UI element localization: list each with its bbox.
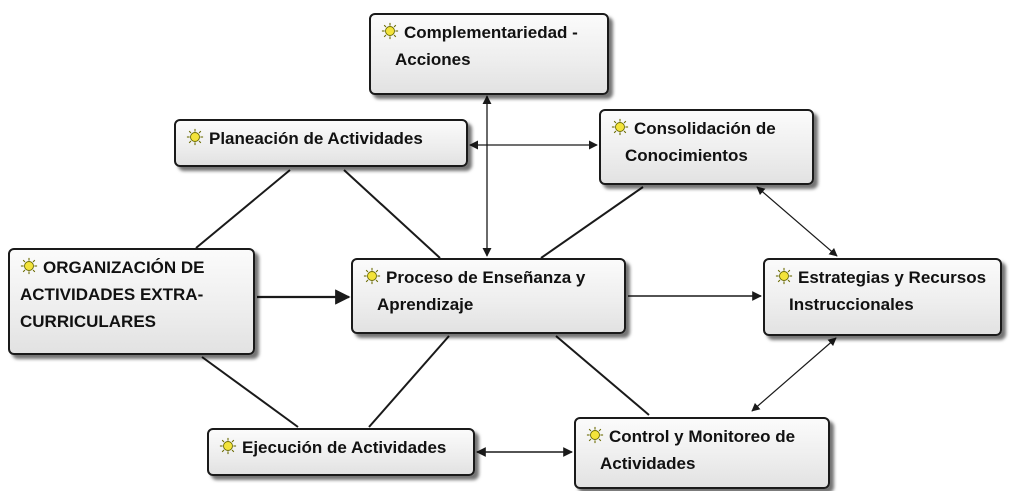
node-label-line1: Control y Monitoreo de bbox=[609, 427, 796, 446]
lightbulb-icon bbox=[363, 267, 381, 285]
node-label-line2: Conocimientos bbox=[625, 146, 748, 165]
node-label-line1: Planeación de Actividades bbox=[209, 129, 423, 148]
node-label-line1: ORGANIZACIÓN DE bbox=[43, 258, 205, 277]
lightbulb-icon bbox=[20, 257, 38, 275]
connector-proceso-control bbox=[555, 335, 650, 416]
connector-proceso-ejecucion bbox=[368, 335, 450, 428]
node-label-line2: Actividades bbox=[600, 454, 696, 473]
node-label-line3: CURRICULARES bbox=[20, 312, 156, 331]
node-organizacion[interactable]: ORGANIZACIÓN DE ACTIVIDADES EXTRA- CURRI… bbox=[8, 248, 255, 355]
node-label-line2: Instruccionales bbox=[789, 295, 914, 314]
node-label-line2: ACTIVIDADES EXTRA- bbox=[20, 285, 204, 304]
node-planeacion[interactable]: Planeación de Actividades bbox=[174, 119, 468, 167]
node-ejecucion[interactable]: Ejecución de Actividades bbox=[207, 428, 475, 476]
node-proceso[interactable]: Proceso de Enseñanza y Aprendizaje bbox=[351, 258, 626, 334]
connector-consolidacion-estrategias bbox=[756, 186, 838, 257]
lightbulb-icon bbox=[219, 437, 237, 455]
node-label-line2: Aprendizaje bbox=[377, 295, 474, 314]
connector-organizacion-ejecucion bbox=[201, 356, 299, 428]
connector-estrategias-control bbox=[751, 337, 837, 412]
node-label-line1: Complementariedad - bbox=[404, 23, 578, 42]
lightbulb-icon bbox=[186, 128, 204, 146]
node-label-line1: Proceso de Enseñanza y bbox=[386, 268, 586, 287]
node-label-line1: Ejecución de Actividades bbox=[242, 438, 447, 457]
node-label-line1: Estrategias y Recursos bbox=[798, 268, 987, 287]
connector-planeacion-proceso bbox=[343, 169, 441, 259]
lightbulb-icon bbox=[381, 22, 399, 40]
node-consolidacion[interactable]: Consolidación de Conocimientos bbox=[599, 109, 814, 185]
node-complementariedad[interactable]: Complementariedad - Acciones bbox=[369, 13, 609, 95]
node-control[interactable]: Control y Monitoreo de Actividades bbox=[574, 417, 830, 489]
node-estrategias[interactable]: Estrategias y Recursos Instruccionales bbox=[763, 258, 1002, 336]
lightbulb-icon bbox=[775, 267, 793, 285]
lightbulb-icon bbox=[586, 426, 604, 444]
connector-planeacion-organizacion bbox=[195, 169, 291, 249]
node-label-line2: Acciones bbox=[395, 50, 471, 69]
lightbulb-icon bbox=[611, 118, 629, 136]
connector-consolidacion-proceso bbox=[540, 186, 644, 259]
node-label-line1: Consolidación de bbox=[634, 119, 776, 138]
